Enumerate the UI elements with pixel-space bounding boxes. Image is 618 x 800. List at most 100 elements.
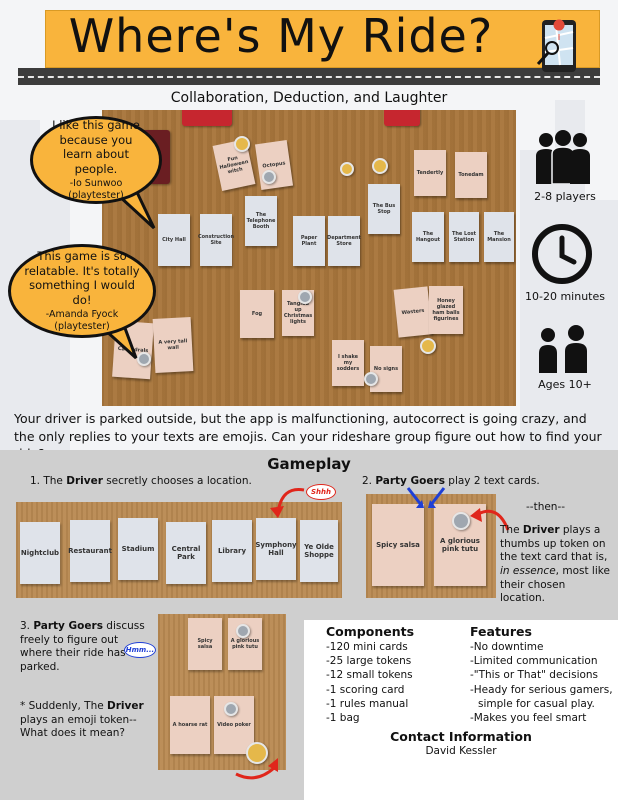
thumbs-up-token-icon: [364, 372, 378, 386]
info-box: [304, 620, 618, 800]
quote-bubble-1: I like this game because you learn about…: [30, 116, 162, 204]
quote-author: -Amanda Fyock: [45, 308, 119, 320]
text-card: Spicy salsa: [372, 504, 424, 586]
emoji-token-icon: [372, 158, 388, 174]
gameplay-title: Gameplay: [267, 455, 351, 473]
thumbs-up-token-icon: [262, 170, 276, 184]
contact-name: David Kessler: [425, 745, 497, 757]
then-label: --then--: [526, 501, 566, 513]
quote-text: I like this game because you learn about…: [52, 118, 140, 176]
thumbs-up-token-icon: [298, 290, 312, 304]
title-banner: Where's My Ride?: [45, 9, 600, 68]
step-3-desc: discuss freely to figure out where their…: [20, 620, 145, 673]
location-card: Nightclub: [20, 522, 60, 584]
step-2b-em: in essence: [500, 564, 556, 577]
list-item: -1 bag: [326, 711, 360, 724]
features-title: Features: [470, 624, 532, 639]
location-card: Construction Site: [198, 214, 234, 266]
step-2-num: 2.: [362, 475, 376, 487]
text-card: A hoarse rat: [170, 696, 210, 754]
thumbs-up-token-icon: [137, 352, 151, 366]
step-2b-post: , most like their chosen location.: [500, 564, 610, 605]
step-2-text: 2. Party Goers play 2 text cards.: [362, 475, 612, 489]
location-card: The Bus Stop: [368, 184, 400, 234]
text-card: I shake my sodders: [332, 340, 364, 386]
emoji-token-icon: [234, 136, 250, 152]
step-1-role: Driver: [66, 475, 103, 487]
game-box-corner: [182, 110, 232, 126]
text-card: A glorious pink tutu: [228, 618, 262, 670]
text-card: Octopus: [254, 139, 294, 191]
group-people-icon: [536, 130, 590, 184]
step-2-desc: play 2 text cards.: [444, 475, 540, 487]
text-card: Tendertly: [414, 150, 446, 196]
text-card: Honey glazed ham balls figurines: [429, 286, 463, 334]
road-lane-markings: [18, 76, 600, 78]
text-card: Tonedam: [455, 152, 487, 198]
shhh-sticker: Shhh: [306, 484, 336, 500]
step-2b-mid: plays a thumbs up token on the text card…: [500, 524, 608, 564]
ages-label: Ages 10+: [538, 378, 592, 391]
step-1-photo: Nightclub Restaurant Stadium Central Par…: [16, 502, 342, 598]
text-card: No signs: [370, 346, 402, 392]
location-card: City Hall: [158, 214, 190, 266]
step-4-text: * Suddenly, The Driver plays an emoji to…: [20, 700, 154, 741]
step-4-role: Driver: [107, 700, 144, 712]
text-card: A very tall wall: [152, 317, 194, 373]
step-4-pre: * Suddenly, The: [20, 700, 108, 712]
location-card: The Lost Station: [449, 212, 479, 262]
emoji-token-icon: [246, 742, 268, 764]
step-2b-pre: The: [500, 524, 523, 536]
quote-author: -Io Sunwoo: [69, 177, 123, 189]
location-card: Library: [212, 520, 252, 582]
game-box-corner: [384, 110, 420, 126]
location-card: Ye Olde Shoppe: [300, 520, 338, 582]
list-item: -Limited communication: [470, 655, 598, 668]
clock-icon: [532, 224, 592, 284]
location-card: Department Store: [327, 216, 361, 266]
quote-bubble-2: This game is so relatable. It's totally …: [8, 244, 156, 338]
intro-paragraph: Your driver is parked outside, but the a…: [14, 411, 602, 461]
location-card: Restaurant: [68, 520, 112, 582]
red-arrow-icon: [270, 487, 305, 518]
location-card: The Mansion: [484, 212, 514, 262]
list-item: -12 small tokens: [326, 669, 413, 682]
location-card: Paper Plant: [293, 216, 325, 266]
contact-title: Contact Information: [390, 729, 532, 744]
step-2b-text: The Driver plays a thumbs up token on th…: [500, 524, 612, 606]
red-arrow-icon: [235, 758, 278, 780]
list-item: -1 scoring card: [326, 683, 405, 696]
step-3-num: 3.: [20, 620, 34, 632]
quote-role: (playtester): [54, 320, 110, 332]
thumbs-up-token-icon: [224, 702, 238, 716]
location-card: The Hangout: [412, 212, 444, 262]
quote-role: (playtester): [68, 189, 124, 201]
list-item: -"This or That" decisions: [470, 669, 599, 682]
features-list: -No downtime -Limited communication -"Th…: [470, 640, 613, 725]
step-1-text: 1. The Driver secretly chooses a locatio…: [30, 475, 330, 489]
hmm-sticker: Hmm...: [124, 642, 156, 658]
location-card: Central Park: [166, 522, 206, 584]
list-item: -No downtime: [470, 641, 544, 653]
list-item: simple for casual play.: [478, 697, 595, 710]
step-4-desc: plays an emoji token-- What does it mean…: [20, 713, 137, 740]
map-phone-icon: [536, 19, 576, 72]
components-list: -120 mini cards -25 large tokens -12 sma…: [326, 640, 413, 725]
list-item: -Makes you feel smart: [470, 711, 587, 724]
thumbs-up-token-icon: [236, 624, 250, 638]
list-item: -120 mini cards: [326, 641, 408, 653]
quote-text: This game is so relatable. It's totally …: [24, 249, 140, 307]
thumbs-up-token-icon: [452, 512, 470, 530]
blue-arrows-icon: [406, 487, 446, 508]
page-title: Where's My Ride?: [68, 9, 494, 63]
text-card: Spicy salsa: [188, 618, 222, 670]
players-label: 2-8 players: [534, 190, 596, 203]
list-item: -1 rules manual: [326, 697, 409, 710]
adult-child-icon: [539, 325, 587, 373]
step-3-text: 3. Party Goers discuss freely to figure …: [20, 620, 150, 675]
step-3-role: Party Goers: [33, 620, 103, 632]
step-3-photo: Spicy salsa A glorious pink tutu A hoars…: [158, 614, 286, 770]
step-2-photo: Spicy salsa A glorious pink tutu: [366, 494, 496, 598]
location-card: Stadium: [118, 518, 158, 580]
step-2b-role: Driver: [522, 524, 560, 536]
